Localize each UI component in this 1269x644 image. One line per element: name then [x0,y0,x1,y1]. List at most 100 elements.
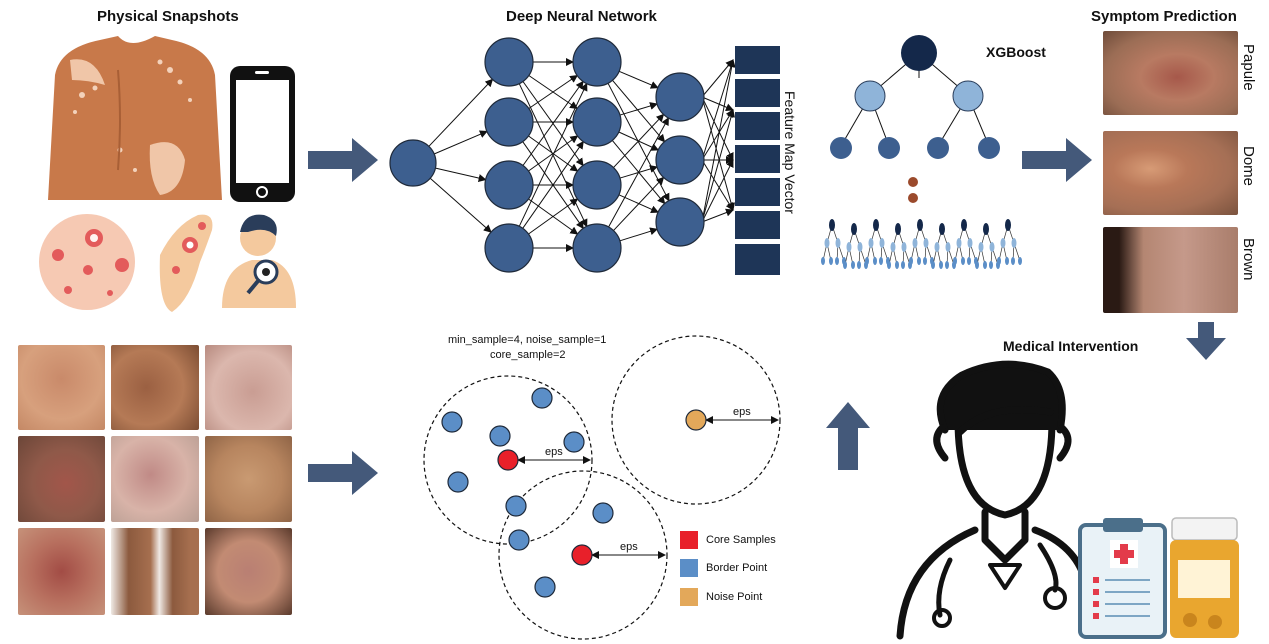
network-node [655,72,705,122]
network-edge [701,109,735,223]
border-point [531,387,553,409]
network-node [572,223,622,273]
mini-tree [865,219,890,265]
border-point [563,431,585,453]
network-edge [701,109,734,161]
arrow-up-intervention [826,402,870,470]
person-magnifier-icon [222,214,296,308]
network-edges [427,58,736,252]
network-node [484,223,534,273]
hand-lesion-icon [159,214,213,312]
arrow-to-network [308,138,378,182]
xgboost-forest [821,219,1022,269]
mini-tree [909,219,934,265]
network-edge [528,198,579,235]
acne-skin-icon [39,214,135,310]
network-edge [701,96,736,211]
cluster-params-line2: core_sample=2 [490,349,566,361]
network-edge [608,117,669,228]
mini-tree [975,223,1000,269]
dataset-image [18,528,105,615]
symptom-prediction-title: Symptom Prediction [1091,8,1237,25]
mini-tree [821,219,846,265]
dataset-image [18,345,105,430]
arrow-to-prediction [1022,138,1092,182]
border-point [508,529,530,551]
dataset-image [111,345,199,430]
feature-map-vector [735,46,780,275]
legend-label: Core Samples [706,534,776,546]
network-edge [701,59,734,98]
eps-circles [423,335,781,640]
xgboost-tree [830,35,1000,203]
eps-label: eps [620,541,638,553]
network-edge [612,79,666,143]
border-point [489,425,511,447]
network-edge [518,82,588,227]
dataset-image [205,436,292,522]
network-node [655,197,705,247]
legend-core-samples: Core Samples [680,531,776,549]
mini-tree [843,223,868,269]
medical-intervention-title: Medical Intervention [1003,338,1139,354]
mini-tree [953,219,978,265]
network-edge [434,167,487,182]
mini-tree [887,223,912,269]
clipboard-icon [1078,518,1167,639]
network-node [655,135,705,185]
prediction-label-papule: Papule [1240,44,1257,91]
core-sample [497,449,519,471]
prediction-label-brown: Brown [1240,238,1257,281]
network-edge [701,59,736,223]
dataset-image [205,345,292,430]
mini-tree [997,219,1022,265]
arrow-to-clustering [308,451,378,495]
network-edge [613,176,665,231]
network-node [572,160,622,210]
feature-map-vector-label: Feature Map Vector [782,91,798,214]
network-node [572,37,622,87]
border-point [592,502,614,524]
smartphone-icon [230,66,295,202]
network-edge [522,140,584,229]
border-point [534,576,556,598]
network-edge [613,113,665,168]
back-illustration [48,36,222,200]
eps-label: eps [733,406,751,418]
legend-swatch [680,531,698,549]
network-edge [618,70,659,89]
legend-swatch [680,559,698,577]
pill-bottle-icon [1170,517,1239,638]
network-edge [528,74,578,109]
network-edge [429,177,492,233]
network-edge [701,59,735,161]
cluster-params-line1: min_sample=4, noise_sample=1 [448,334,607,346]
prediction-label-dome: Dome [1240,146,1257,187]
legend-swatch [680,588,698,606]
network-edge [619,227,659,242]
network-node [484,97,534,147]
flow-arrows [308,138,1226,495]
network-edge [701,159,734,223]
network-edge [701,96,734,161]
xgboost-title: XGBoost [986,44,1046,60]
mini-tree [931,223,956,269]
eps-label: eps [545,446,563,458]
papule-photo [1103,31,1238,115]
brown-photo [1103,227,1238,313]
network-edge [522,80,584,166]
legend-label: Border Point [706,562,768,574]
dataset-image [205,528,292,615]
dome-photo [1103,131,1238,215]
network-nodes [389,37,705,273]
arrow-down-intervention [1186,322,1226,360]
network-edge [701,159,734,211]
core-sample [571,544,593,566]
border-point [447,471,469,493]
network-node [484,160,534,210]
noise-point [685,409,707,431]
network-edge [701,96,734,111]
border-point [505,495,527,517]
network-edge [701,208,734,223]
